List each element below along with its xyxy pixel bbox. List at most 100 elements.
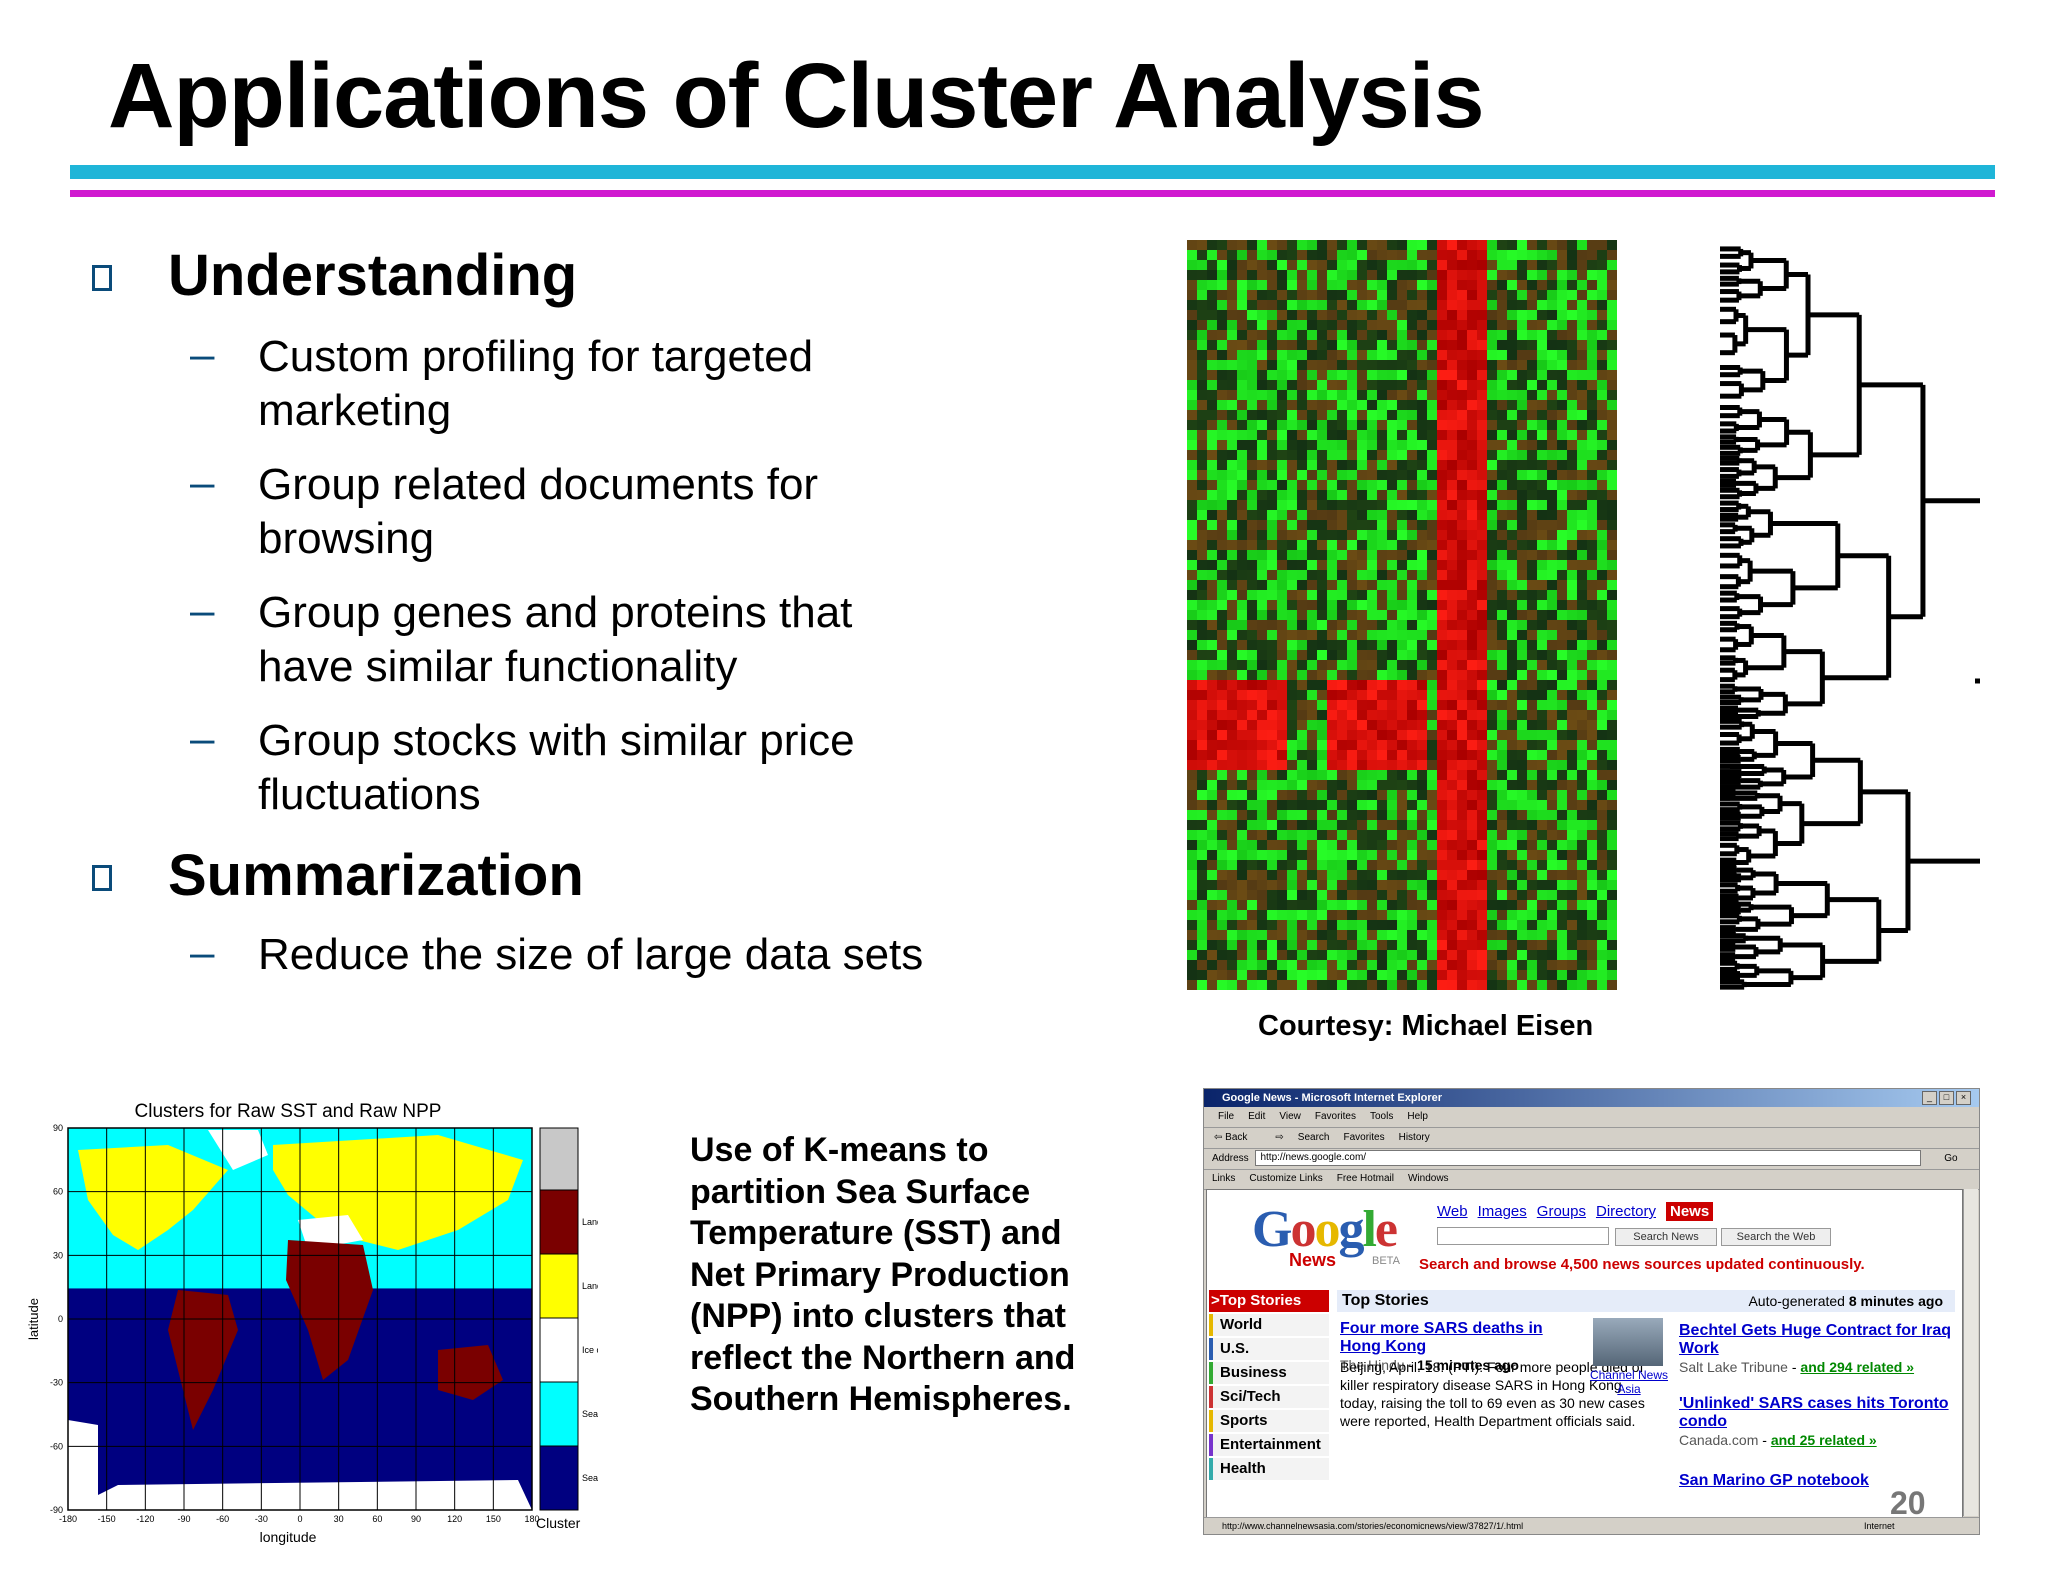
heatmap-cell <box>1437 910 1447 920</box>
story-3-related[interactable]: and 25 related » <box>1770 1432 1877 1448</box>
heatmap-cell <box>1317 830 1327 840</box>
heatmap-cell <box>1357 550 1367 560</box>
google-logo[interactable]: Google <box>1252 1201 1398 1258</box>
heatmap-cell <box>1327 620 1337 630</box>
heatmap-cell <box>1597 320 1607 330</box>
forward-icon[interactable]: ⇨ <box>1275 1132 1284 1143</box>
news-search-input[interactable] <box>1437 1227 1609 1245</box>
heatmap-cell <box>1187 440 1197 450</box>
heatmap-cell <box>1487 560 1497 570</box>
sidebar-item-scitech[interactable]: Sci/Tech <box>1209 1386 1329 1408</box>
search-news-button[interactable]: Search News <box>1615 1228 1717 1246</box>
story-3-headline[interactable]: 'Unlinked' SARS cases hits Toronto condo <box>1679 1395 1949 1430</box>
minimize-icon[interactable]: _ <box>1922 1091 1937 1105</box>
menu-edit[interactable]: Edit <box>1248 1111 1266 1122</box>
heatmap-cell <box>1507 830 1517 840</box>
sidebar-item-world[interactable]: World <box>1209 1314 1329 1336</box>
heatmap-cell <box>1457 250 1467 260</box>
heatmap-cell <box>1407 670 1417 680</box>
heatmap-cell <box>1407 810 1417 820</box>
heatmap-cell <box>1497 750 1507 760</box>
sidebar-item-health[interactable]: Health <box>1209 1458 1329 1480</box>
heatmap-cell <box>1547 540 1557 550</box>
address-input[interactable]: http://news.google.com/ <box>1255 1150 1922 1167</box>
search-button[interactable]: Search <box>1297 1132 1330 1143</box>
menu-tools[interactable]: Tools <box>1369 1111 1394 1122</box>
menu-help[interactable]: Help <box>1407 1111 1428 1122</box>
heatmap-cell <box>1587 820 1597 830</box>
story-2-related[interactable]: and 294 related » <box>1800 1359 1915 1375</box>
history-button[interactable]: History <box>1398 1132 1430 1143</box>
tab-images[interactable]: Images <box>1477 1203 1527 1220</box>
heatmap-cell <box>1287 760 1297 770</box>
heatmap-cell <box>1527 910 1537 920</box>
tab-web[interactable]: Web <box>1437 1203 1468 1220</box>
link-hotmail[interactable]: Free Hotmail <box>1336 1173 1394 1184</box>
heatmap-cell <box>1257 830 1267 840</box>
heatmap-cell <box>1607 610 1617 620</box>
heatmap-cell <box>1247 270 1257 280</box>
tab-groups[interactable]: Groups <box>1536 1203 1586 1220</box>
heatmap-cell <box>1207 330 1217 340</box>
heatmap-cell <box>1407 820 1417 830</box>
link-windows[interactable]: Windows <box>1407 1173 1449 1184</box>
heatmap-cell <box>1427 910 1437 920</box>
heatmap-cell <box>1227 930 1237 940</box>
heatmap-cell <box>1497 470 1507 480</box>
story-4-headline[interactable]: San Marino GP notebook <box>1679 1472 1869 1489</box>
heatmap-cell <box>1597 260 1607 270</box>
heatmap-cell <box>1267 580 1277 590</box>
close-icon[interactable]: × <box>1956 1091 1971 1105</box>
heatmap-cell <box>1517 650 1527 660</box>
favorites-button[interactable]: Favorites <box>1343 1132 1385 1143</box>
heatmap-cell <box>1437 870 1447 880</box>
search-web-button[interactable]: Search the Web <box>1721 1228 1831 1246</box>
heatmap-cell <box>1597 660 1607 670</box>
heatmap-cell <box>1197 730 1207 740</box>
sidebar-item-business[interactable]: Business <box>1209 1362 1329 1384</box>
heatmap-cell <box>1237 740 1247 750</box>
heatmap-cell <box>1367 410 1377 420</box>
link-customize[interactable]: Customize Links <box>1249 1173 1323 1184</box>
menu-favorites[interactable]: Favorites <box>1314 1111 1356 1122</box>
heatmap-cell <box>1267 960 1277 970</box>
heatmap-cell <box>1257 290 1267 300</box>
heatmap-cell <box>1227 670 1237 680</box>
heatmap-cell <box>1467 640 1477 650</box>
heatmap-cell <box>1467 890 1477 900</box>
heatmap-cell <box>1297 520 1307 530</box>
heatmap-cell <box>1237 840 1247 850</box>
heatmap-cell <box>1537 830 1547 840</box>
heatmap-cell <box>1507 400 1517 410</box>
heatmap-cell <box>1357 800 1367 810</box>
menu-file[interactable]: File <box>1218 1111 1235 1122</box>
story-2-headline[interactable]: Bechtel Gets Huge Contract for Iraq Work <box>1679 1322 1952 1357</box>
heatmap-cell <box>1377 910 1387 920</box>
sidebar-item-top-stories[interactable]: >Top Stories <box>1209 1290 1329 1312</box>
maximize-icon[interactable]: □ <box>1939 1091 1954 1105</box>
heatmap-cell <box>1367 710 1377 720</box>
heatmap-cell <box>1317 630 1327 640</box>
sidebar-item-us[interactable]: U.S. <box>1209 1338 1329 1360</box>
tab-news[interactable]: News <box>1666 1202 1714 1221</box>
story-1-headline[interactable]: Four more SARS deaths in Hong Kong <box>1340 1320 1543 1355</box>
heatmap-cell <box>1197 500 1207 510</box>
story-1-image-caption[interactable]: Channel News Asia <box>1589 1368 1669 1396</box>
story-1-thumbnail[interactable] <box>1593 1318 1663 1366</box>
heatmap-cell <box>1307 780 1317 790</box>
heatmap-cell <box>1347 810 1357 820</box>
sidebar-item-entertainment[interactable]: Entertainment <box>1209 1434 1329 1456</box>
heatmap-cell <box>1467 570 1477 580</box>
sidebar-item-sports[interactable]: Sports <box>1209 1410 1329 1432</box>
menu-view[interactable]: View <box>1279 1111 1301 1122</box>
tab-directory[interactable]: Directory <box>1595 1203 1656 1220</box>
back-button[interactable]: ⇦ Back <box>1214 1132 1248 1143</box>
heatmap-cell <box>1267 950 1277 960</box>
heatmap-cell <box>1287 520 1297 530</box>
heatmap-cell <box>1287 900 1297 910</box>
go-button[interactable]: Go <box>1944 1153 1958 1164</box>
heatmap-cell <box>1437 310 1447 320</box>
heatmap-cell <box>1187 270 1197 280</box>
heatmap-cell <box>1407 480 1417 490</box>
page-scrollbar[interactable] <box>1963 1189 1978 1516</box>
